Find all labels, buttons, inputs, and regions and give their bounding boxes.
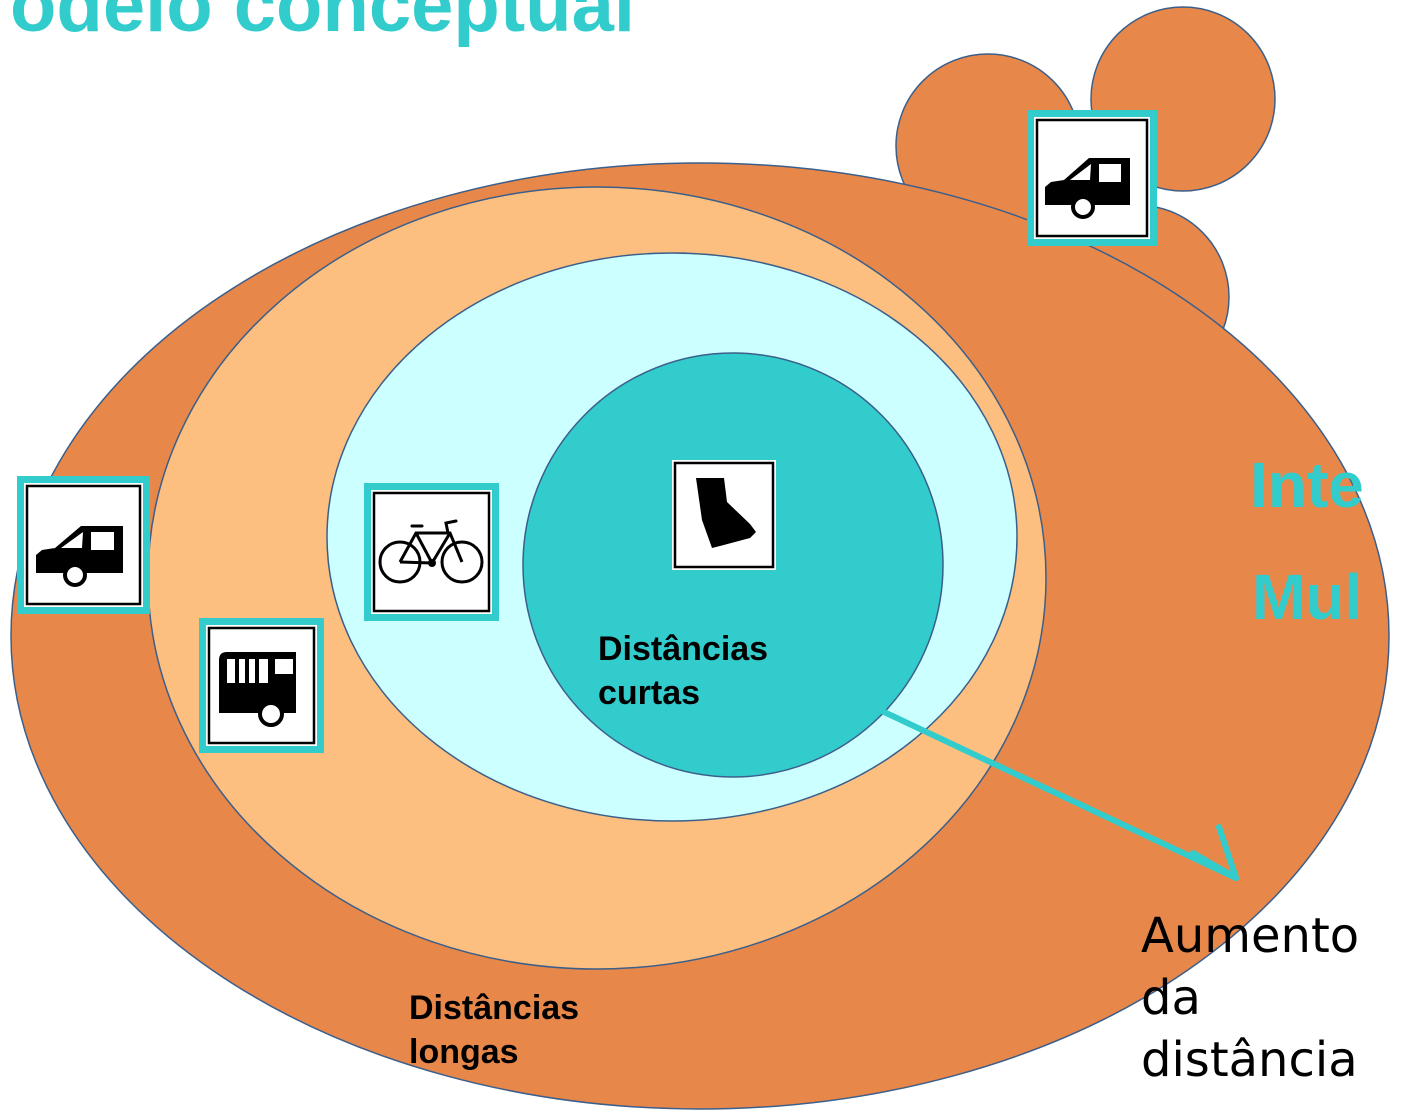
side-label-intermodal: Inte xyxy=(1250,449,1364,521)
distance-note-line: da xyxy=(1141,970,1201,1026)
arrow-head xyxy=(1190,824,1239,881)
distance-increase-note: Aumento da distância xyxy=(1141,905,1359,1091)
side-label-multimodal: Mul xyxy=(1252,561,1363,633)
distance-note-line: distância xyxy=(1141,1032,1358,1088)
short-distance-label-line: curtas xyxy=(598,674,701,712)
long-distance-label-line: longas xyxy=(409,1033,519,1071)
car-icon xyxy=(17,476,150,614)
distance-arrow xyxy=(881,709,1239,881)
walking-icon xyxy=(672,460,776,570)
distance-note-line: Aumento xyxy=(1141,908,1360,964)
page-title: odelo conceptual xyxy=(10,0,635,48)
bus-icon xyxy=(199,618,324,753)
long-distance-label: Distâncias longas xyxy=(409,986,579,1074)
long-distance-label-line: Distâncias xyxy=(409,989,580,1027)
short-distance-label-line: Distâncias xyxy=(598,630,769,668)
car-icon xyxy=(1027,110,1157,246)
bicycle-icon xyxy=(364,483,499,621)
arrow-shaft xyxy=(881,709,1239,881)
short-distance-label: Distâncias curtas xyxy=(598,627,768,715)
